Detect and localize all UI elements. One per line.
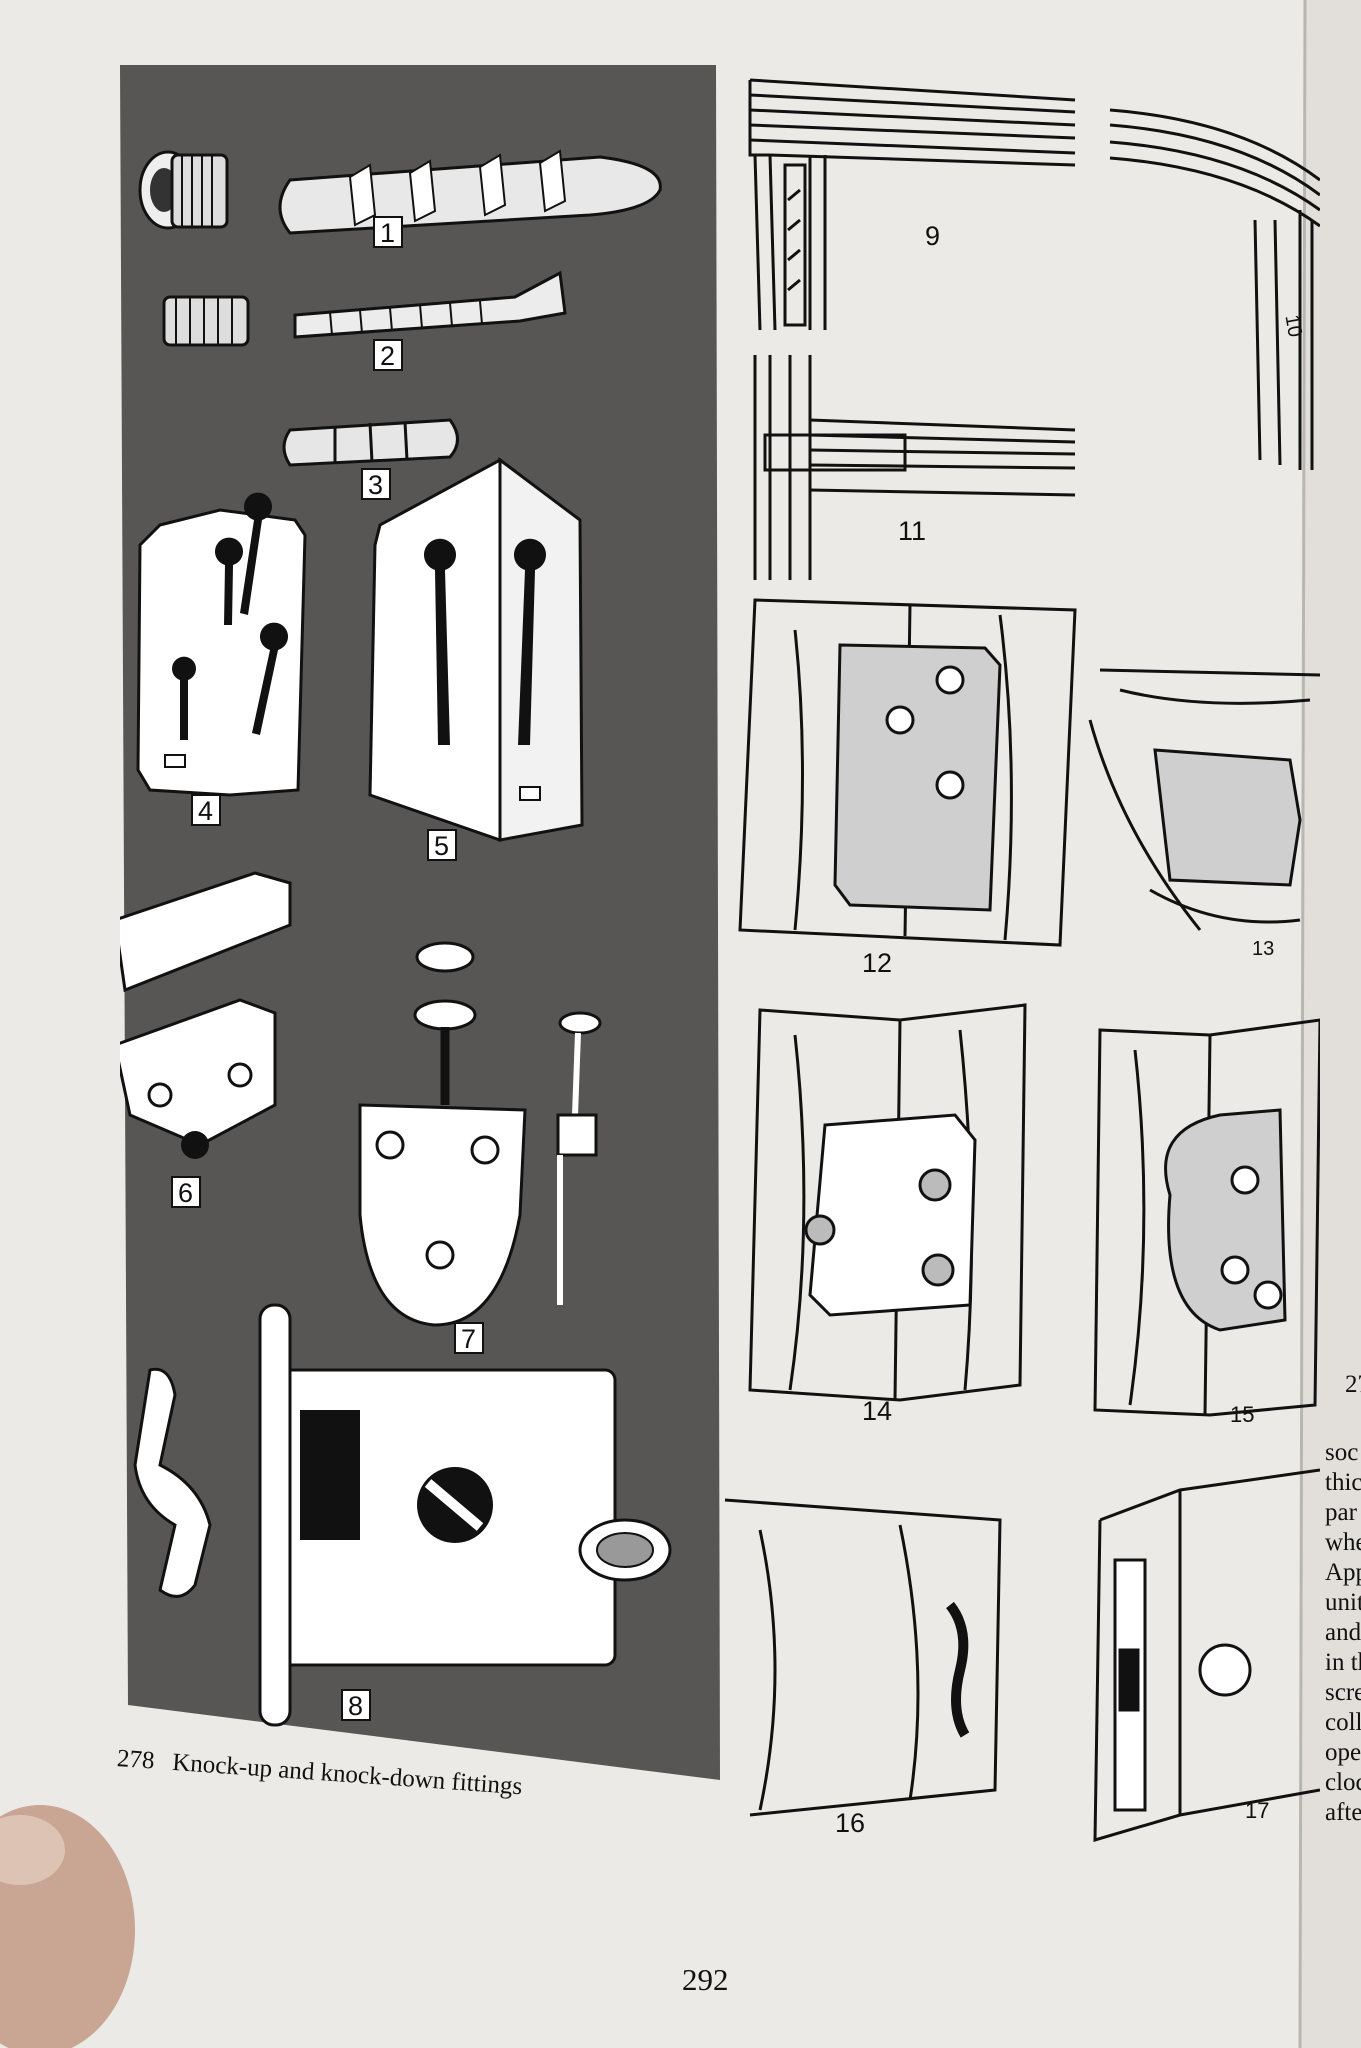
fitting-3 xyxy=(282,418,459,467)
joint-14 xyxy=(748,1003,1027,1402)
right-line-8: in th xyxy=(1325,1649,1361,1676)
right-line-10: colla xyxy=(1325,1709,1361,1736)
fitting-1 xyxy=(138,149,662,235)
joint-16 xyxy=(724,1498,1002,1817)
page-number: 292 xyxy=(682,1962,729,1997)
joint-17 xyxy=(1093,1468,1320,1843)
right-figure-drawings xyxy=(724,78,1320,1843)
fitting-8 xyxy=(133,1303,672,1727)
right-line-11: oper xyxy=(1325,1739,1361,1766)
right-figure-label: 27 xyxy=(1345,1371,1361,1398)
fitting-5 xyxy=(368,457,584,842)
fitting-2 xyxy=(162,270,567,347)
right-line-2: thic xyxy=(1325,1469,1361,1496)
joint-11 xyxy=(753,355,1076,580)
left-figure-panel xyxy=(120,65,720,1780)
right-line-13: after xyxy=(1325,1799,1361,1826)
right-line-3: par xyxy=(1325,1499,1357,1526)
right-page-text-column: soc thic par whe App unit and in th scre… xyxy=(1325,1438,1361,1828)
fitting-7 xyxy=(358,941,602,1327)
joint-10 xyxy=(1109,108,1320,470)
right-line-4: whe xyxy=(1325,1529,1361,1556)
right-line-12: clock xyxy=(1325,1769,1361,1796)
figure-number: 278 xyxy=(116,1745,156,1775)
right-line-7: and xyxy=(1325,1619,1361,1646)
joint-9 xyxy=(748,78,1076,331)
fitting-6 xyxy=(120,871,292,1159)
joint-13 xyxy=(1088,668,1320,931)
fitting-4 xyxy=(136,492,307,797)
right-line-9: scre xyxy=(1325,1679,1361,1706)
joint-15 xyxy=(1093,1018,1320,1417)
right-line-1: soc xyxy=(1325,1439,1359,1466)
joint-12 xyxy=(738,598,1077,947)
right-line-6: unit xyxy=(1325,1589,1361,1616)
label-1-box xyxy=(373,216,403,248)
right-line-5: App xyxy=(1325,1559,1361,1586)
